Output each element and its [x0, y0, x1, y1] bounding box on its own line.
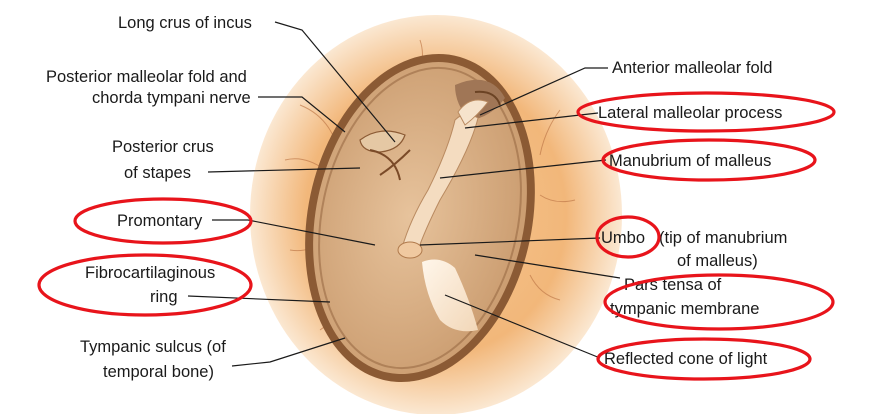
- highlight-pars-tensa: [603, 273, 835, 331]
- highlight-cone-of-light: [596, 337, 812, 381]
- label-long-crus-incus: Long crus of incus: [118, 14, 252, 32]
- umbo-shape: [397, 241, 423, 259]
- label-tympanic-sulcus-line2: temporal bone): [103, 363, 214, 381]
- highlight-promontary: [73, 197, 253, 245]
- label-posterior-crus-line2: of stapes: [124, 164, 191, 182]
- label-pars-tensa-line2: tympanic membrane: [610, 300, 759, 318]
- label-fibrocartilaginous-line1: Fibrocartilaginous: [85, 264, 215, 282]
- stapes-crus-shape: [369, 149, 411, 181]
- label-posterior-malleolar-line2: chorda tympani nerve: [92, 89, 251, 107]
- label-umbo-note-line2: of malleus): [677, 252, 758, 270]
- label-manubrium: Manubrium of malleus: [609, 152, 771, 170]
- leader-lines: [187, 21, 621, 367]
- label-posterior-malleolar-line1: Posterior malleolar fold and: [46, 68, 247, 86]
- cone-of-light-shape: [422, 259, 478, 332]
- label-promontary: Promontary: [117, 212, 203, 230]
- highlight-lateral-malleolar: [576, 91, 836, 133]
- label-umbo-note-line1: (tip of manubrium: [659, 229, 787, 247]
- highlight-annotations: [37, 91, 836, 381]
- pars-flaccida-highlight: [474, 90, 501, 106]
- highlight-fibrocartilaginous: [37, 253, 253, 317]
- label-posterior-crus-line1: Posterior crus: [112, 138, 214, 156]
- label-lateral-malleolar: Lateral malleolar process: [598, 104, 782, 122]
- highlight-manubrium: [601, 138, 817, 182]
- label-tympanic-sulcus-line1: Tympanic sulcus (of: [80, 338, 226, 356]
- lateral-process-shape: [457, 99, 489, 126]
- label-umbo: Umbo: [601, 229, 645, 247]
- label-fibrocartilaginous-line2: ring: [150, 288, 178, 306]
- fibrocartilaginous-ring-line: [318, 66, 522, 370]
- label-anterior-malleolar: Anterior malleolar fold: [612, 59, 773, 77]
- highlight-umbo: [595, 215, 661, 259]
- label-cone-of-light: Reflected cone of light: [604, 350, 768, 368]
- long-crus-incus-shape: [359, 130, 406, 153]
- manubrium-shape: [401, 114, 479, 251]
